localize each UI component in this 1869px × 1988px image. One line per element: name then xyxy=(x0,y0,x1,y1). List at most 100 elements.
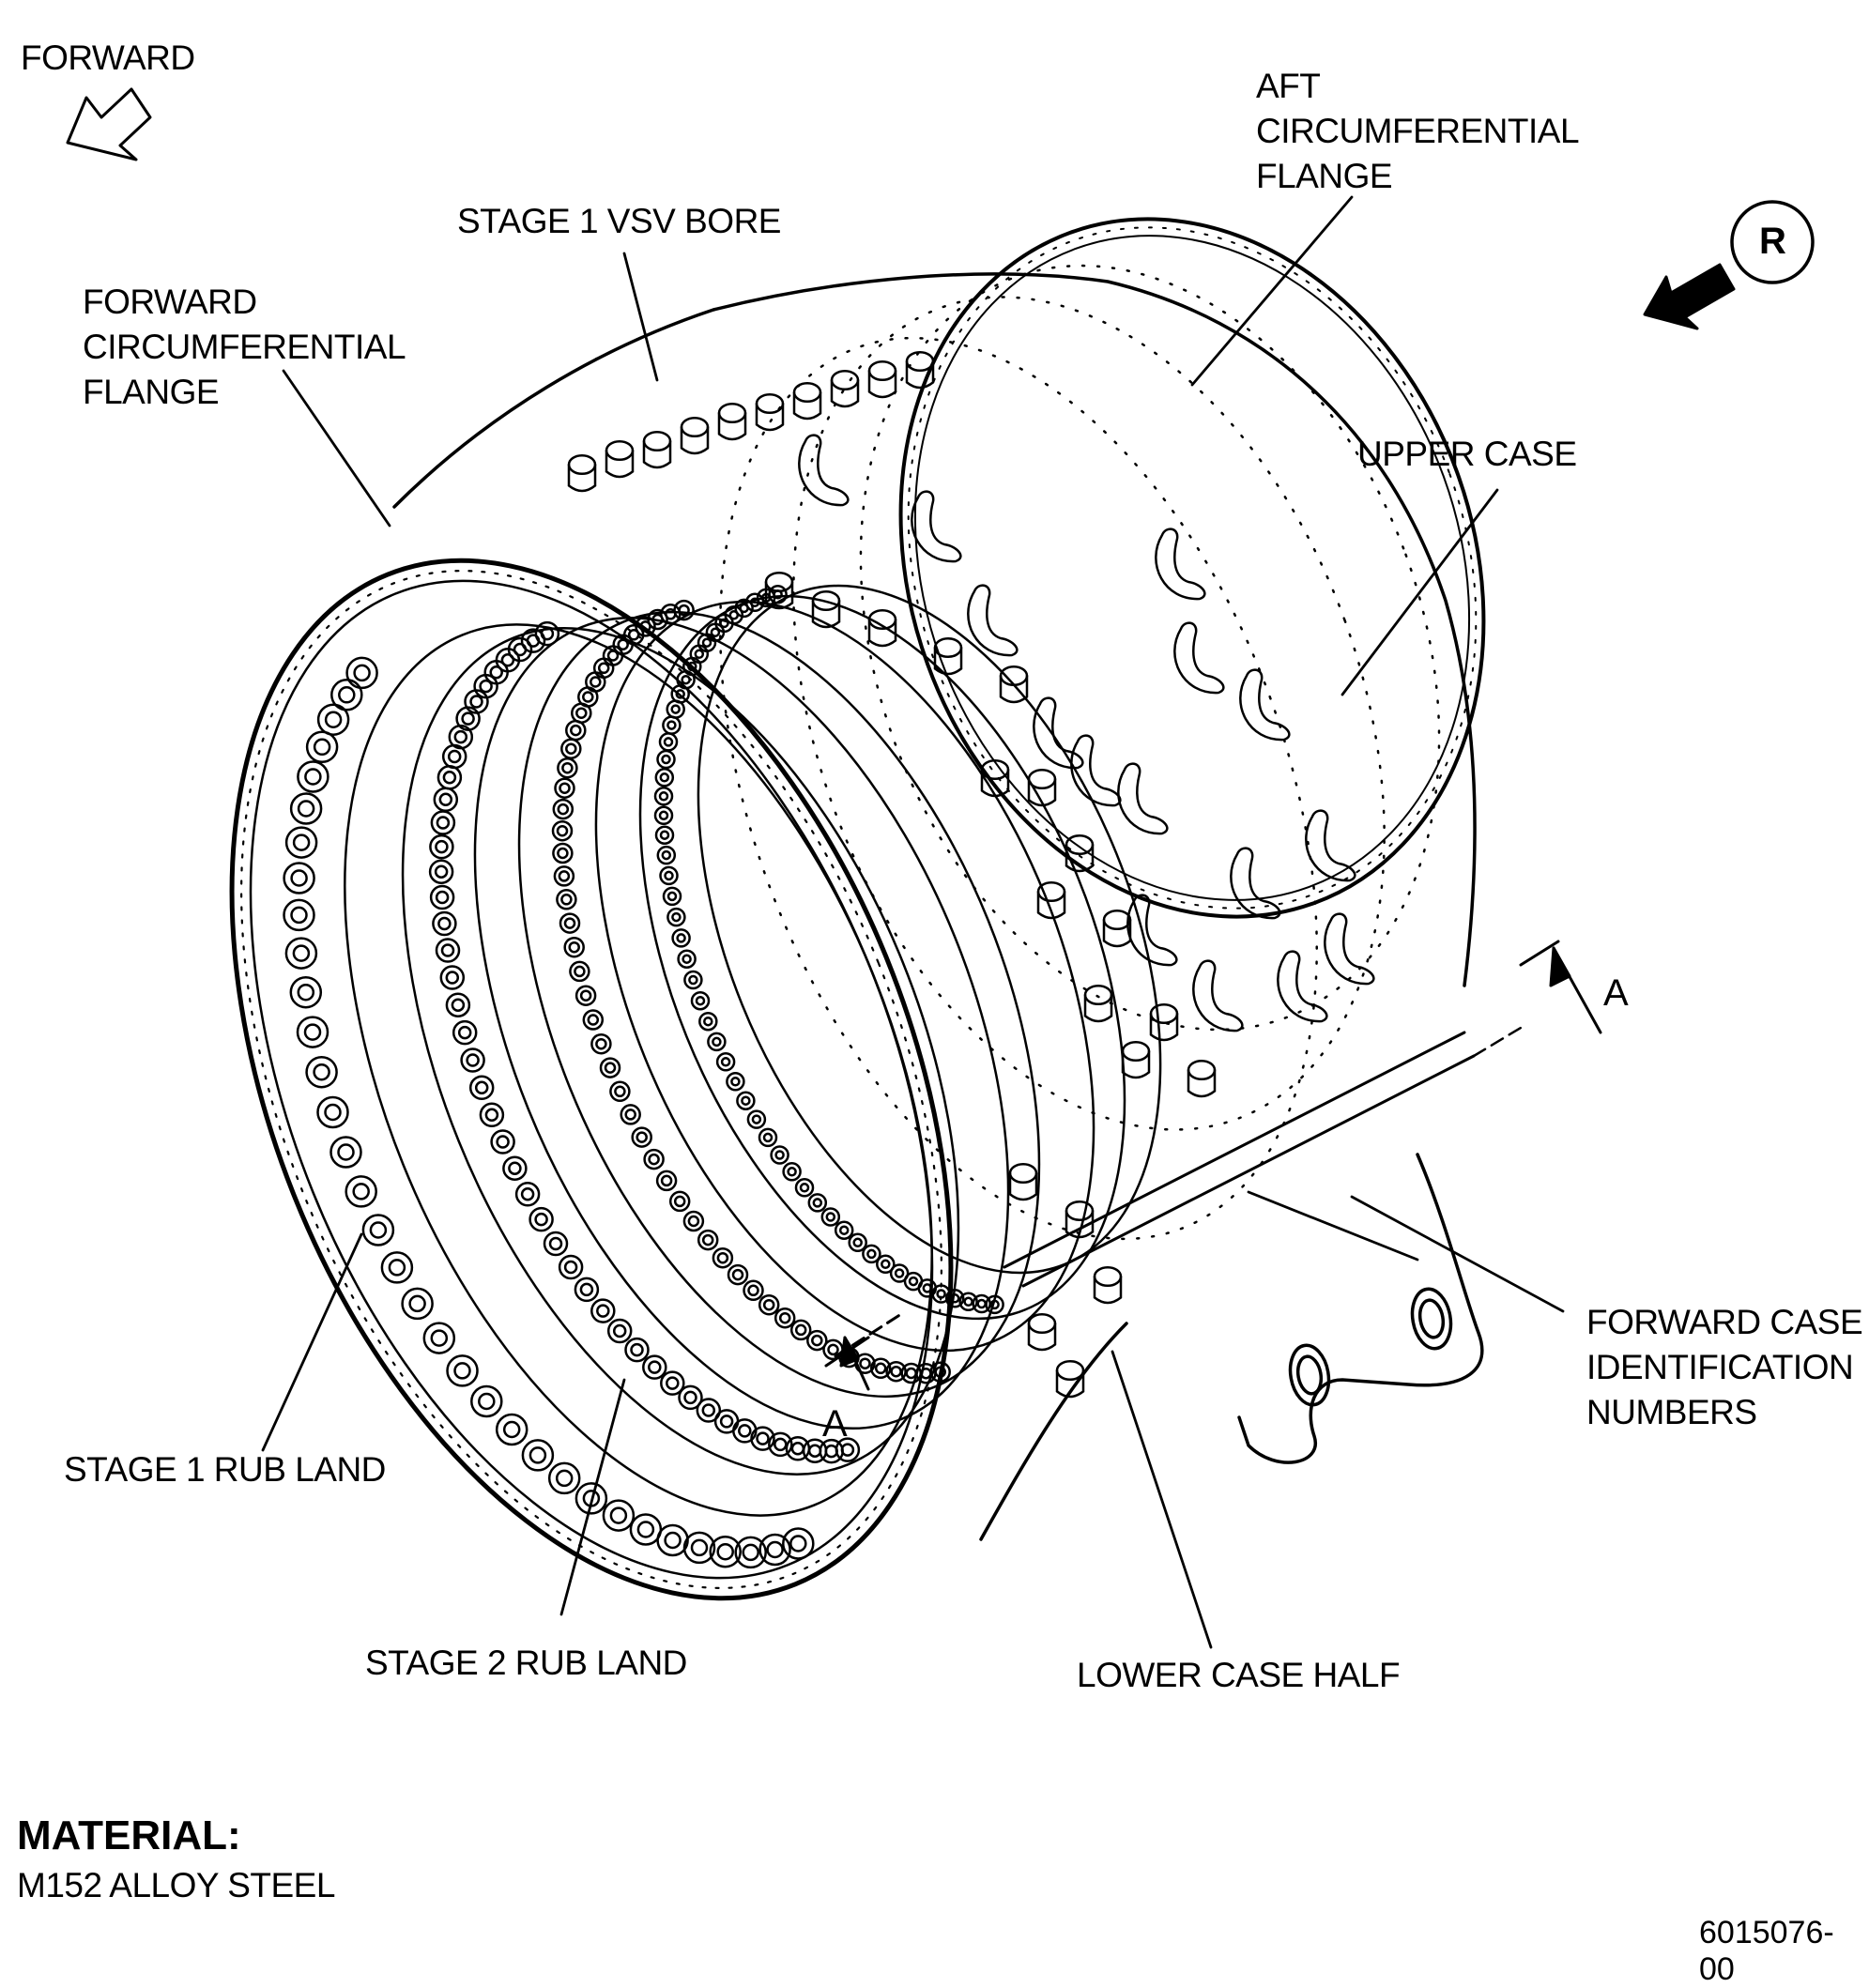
forward-flange xyxy=(229,558,954,1601)
forward-arrow-icon xyxy=(66,87,152,161)
vane-bushing-bore xyxy=(658,791,669,802)
material-heading: MATERIAL: xyxy=(17,1812,241,1858)
vane-boss xyxy=(605,439,635,462)
vane-boss-body xyxy=(933,646,963,676)
vane-boss-body xyxy=(680,425,710,455)
vane-bushing-bore xyxy=(297,983,315,1002)
vane-bushing-bore xyxy=(671,911,682,923)
vane-bushing xyxy=(656,749,676,770)
vane-bushing-bore xyxy=(435,890,450,905)
vane-bushing-bore xyxy=(731,1268,744,1281)
vane-bushing-bore xyxy=(695,995,706,1006)
vane-bushing xyxy=(554,777,575,799)
vane-bushing-bore xyxy=(556,824,569,837)
vane-bushing-bore xyxy=(557,803,570,816)
vane-bushing xyxy=(590,1032,612,1055)
vane-bushing xyxy=(758,1127,778,1148)
vane-bushing-bore xyxy=(636,1131,648,1143)
vane-bushing xyxy=(283,862,315,895)
vane-bushing-bore xyxy=(560,894,573,906)
vane-bushing-bore xyxy=(701,1233,714,1246)
vane-boss-body xyxy=(1187,1068,1217,1098)
vane-bushing-bore xyxy=(369,1221,388,1239)
vane-boss xyxy=(755,392,785,415)
vane-bushing-bore xyxy=(825,1212,836,1222)
vane-bushing xyxy=(629,1513,663,1546)
vane-bushing-bore xyxy=(778,1311,791,1324)
vane-bushing-bore xyxy=(478,1392,496,1411)
vane-bushing xyxy=(678,1384,703,1411)
vane-bushing xyxy=(794,1178,815,1198)
vane-bushing xyxy=(534,620,560,647)
vane-bushing xyxy=(552,798,574,820)
vane-bushing xyxy=(445,992,471,1017)
vane-bushing xyxy=(305,1055,338,1089)
vane-bushing xyxy=(560,738,582,759)
vane-boss xyxy=(1149,1002,1179,1025)
vane-bushing-bore xyxy=(766,1540,784,1559)
vane-bushing xyxy=(582,1009,605,1031)
vane-bushing-bore xyxy=(720,1057,731,1067)
vane-bushing xyxy=(429,884,455,910)
vane-slot xyxy=(798,434,850,507)
vane-bushing-bore xyxy=(561,761,574,774)
vane-bushing xyxy=(631,1126,652,1148)
vane-bushing xyxy=(430,810,456,835)
vane-boss-body xyxy=(755,402,785,432)
vane-bushing xyxy=(284,826,318,859)
vane-bushing-bore xyxy=(479,679,493,694)
vane-bushing xyxy=(422,1322,456,1354)
vane-boss xyxy=(792,381,822,404)
vane-bushing-bore xyxy=(890,1365,902,1378)
vane-bushing-bore xyxy=(489,665,503,680)
vane-bushing xyxy=(697,1229,719,1251)
vane-bushing xyxy=(944,1289,965,1308)
vane-bushing-bore xyxy=(666,1376,680,1390)
vane-bushing-bore xyxy=(719,1415,734,1429)
vane-bushing-bore xyxy=(303,1023,322,1041)
vane-bushing xyxy=(656,1523,689,1557)
vane-bushing-bore xyxy=(670,704,681,714)
vane-boss-body xyxy=(980,768,1010,798)
vane-slot xyxy=(911,490,962,563)
vane-slot xyxy=(1230,847,1281,920)
vane-bushing-bore xyxy=(963,1296,973,1307)
vane-boss-body xyxy=(905,359,935,390)
vane-bushing xyxy=(782,1162,802,1182)
vane-bushing-bore xyxy=(690,1538,709,1557)
vane-bushing xyxy=(715,1052,736,1072)
vane-bushing-bore xyxy=(922,1283,933,1293)
vane-slot xyxy=(1239,668,1291,742)
vane-bushing xyxy=(734,1536,767,1569)
vane-bushing-bore xyxy=(324,711,343,728)
vane-bushing-bore xyxy=(852,1237,863,1248)
stage1-rub-land-label: STAGE 1 RUB LAND xyxy=(64,1450,386,1489)
vane-slot xyxy=(1324,912,1375,986)
section-a-right-mark xyxy=(1519,940,1602,1034)
vane-boss xyxy=(1102,909,1132,931)
vane-bushing-bore xyxy=(659,830,670,840)
vane-bushing-bore xyxy=(534,1212,548,1227)
vane-bushing xyxy=(743,1279,764,1302)
vane-bushing xyxy=(552,842,574,864)
vane-bushing-bore xyxy=(738,1424,752,1438)
vane-bushing-bore xyxy=(789,1535,807,1552)
vane-bushing-bore xyxy=(445,971,460,985)
inner-rings xyxy=(344,584,1162,1517)
vane-bushing-bore xyxy=(292,944,311,962)
vane-bushing-bore xyxy=(787,1167,797,1177)
vane-bushing-bore xyxy=(838,1225,850,1235)
vane-bushing-bore xyxy=(688,974,698,986)
vane-bushing xyxy=(543,1231,569,1257)
vane-bushing xyxy=(782,1527,815,1560)
figure-number: 6015076-00 xyxy=(1699,1915,1834,1987)
vane-bushing-bore xyxy=(827,1343,839,1356)
vane-bushing xyxy=(698,1011,718,1032)
vane-boss xyxy=(1083,984,1113,1006)
vane-bushing xyxy=(653,805,674,826)
vane-bushing xyxy=(768,1431,793,1458)
vane-boss-body xyxy=(1121,1049,1151,1079)
vane-boss-body xyxy=(1055,1369,1085,1399)
vane-bushing xyxy=(806,1329,828,1352)
vane-bushing xyxy=(435,938,461,963)
